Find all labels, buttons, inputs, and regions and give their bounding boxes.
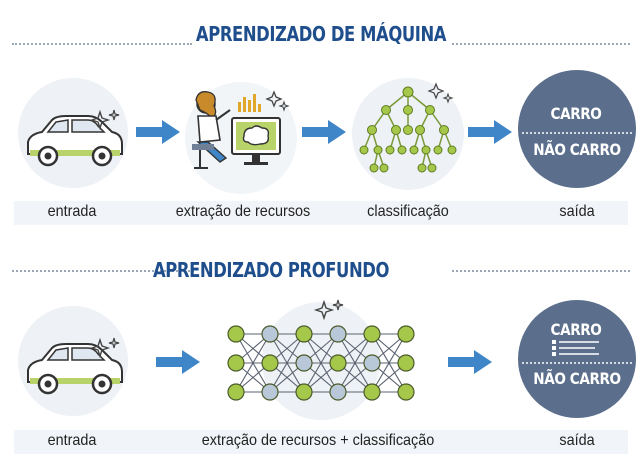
output-circle	[518, 70, 636, 188]
label-output: saída	[559, 203, 595, 220]
output-car-label: CARRO	[550, 320, 602, 339]
output-circle	[518, 300, 636, 418]
neural-network-circle	[262, 302, 380, 420]
network-node	[363, 383, 381, 401]
network-node	[261, 354, 279, 372]
network-node	[397, 325, 415, 343]
sparkle-icon	[89, 337, 120, 359]
section-divider-left	[12, 43, 192, 45]
network-node	[261, 383, 279, 401]
network-node	[329, 383, 347, 401]
arrow-right-icon	[156, 350, 200, 374]
network-edge	[337, 333, 373, 393]
sparkle-icon	[313, 299, 344, 321]
label-output: saída	[559, 432, 595, 449]
arrow-right-icon	[468, 120, 512, 144]
label-classification: classificação	[367, 203, 449, 220]
network-node	[363, 325, 381, 343]
neural-network-icon	[227, 325, 415, 401]
output-divider	[522, 132, 632, 134]
network-node	[397, 383, 415, 401]
label-input: entrada	[47, 432, 97, 449]
network-node	[329, 325, 347, 343]
network-node	[397, 354, 415, 372]
arrow-right-icon	[136, 120, 180, 144]
output-car-label: CARRO	[550, 104, 602, 123]
section-divider-left	[12, 270, 194, 272]
network-edge	[235, 333, 271, 393]
section-divider-right	[452, 270, 630, 272]
label-input: entrada	[47, 203, 97, 220]
deep-learning-title: APRENDIZADO PROFUNDO	[152, 258, 390, 282]
network-node	[363, 354, 381, 372]
network-edge	[371, 333, 407, 393]
network-node	[261, 325, 279, 343]
label-feature-extraction: extração de recursos	[175, 203, 311, 220]
network-edge	[269, 333, 305, 393]
output-divider	[522, 362, 632, 364]
network-node	[329, 354, 347, 372]
network-node	[227, 354, 245, 372]
network-node	[227, 325, 245, 343]
output-not-car-label: NÃO CARRO	[533, 369, 621, 388]
network-node	[295, 325, 313, 343]
arrow-right-icon	[448, 350, 492, 374]
car-icon	[27, 115, 123, 167]
machine-learning-title: APRENDIZADO DE MÁQUINA	[195, 22, 447, 46]
label-feature-extraction-classification: extração de recursos + classificação	[201, 432, 435, 449]
section-divider-right	[452, 43, 630, 45]
sparkle-icon	[89, 109, 120, 131]
list-lines-icon	[552, 340, 599, 356]
label-band	[14, 201, 628, 225]
network-edge	[303, 333, 339, 393]
output-not-car-label: NÃO CARRO	[533, 140, 621, 159]
decision-tree-icon	[359, 82, 457, 173]
arrow-right-icon	[302, 120, 346, 144]
label-band	[14, 430, 628, 454]
person-at-computer-icon	[192, 90, 290, 169]
network-node	[295, 354, 313, 372]
network-node	[295, 383, 313, 401]
network-node	[227, 383, 245, 401]
